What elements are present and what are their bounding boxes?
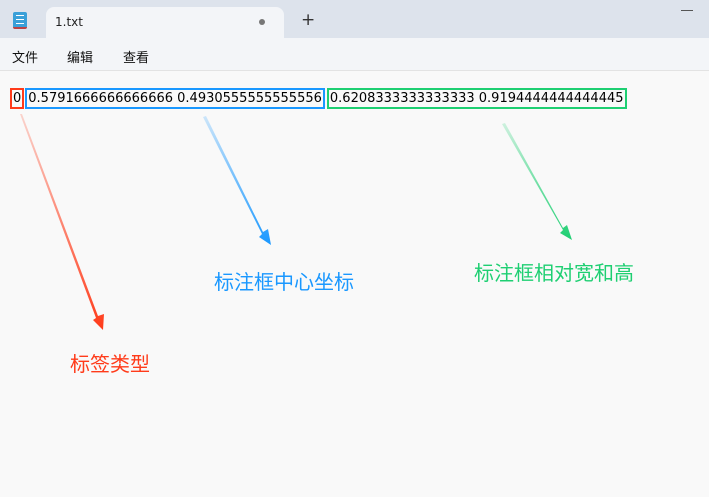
menu-view[interactable]: 查看 <box>123 51 150 66</box>
title-bar: 1.txt + <box>0 0 709 38</box>
notepad-icon <box>13 12 27 29</box>
class-label-annotation: 标签类型 <box>70 352 150 376</box>
blue-arrow <box>203 116 271 245</box>
class-id-box: 0 <box>10 88 25 109</box>
unsaved-dot-icon[interactable] <box>259 19 265 25</box>
new-tab-button[interactable]: + <box>301 10 316 30</box>
size-label-annotation: 标注框相对宽和高 <box>474 261 634 285</box>
tab-1-txt[interactable]: 1.txt <box>46 7 284 38</box>
size-box: 0.6208333333333333 0.9194444444444445 <box>326 88 627 109</box>
menu-bar: 文件 编辑 查看 <box>0 38 709 71</box>
tab-title: 1.txt <box>55 15 83 29</box>
red-arrow <box>20 114 104 330</box>
center-label-annotation: 标注框中心坐标 <box>214 270 354 294</box>
minimize-button[interactable] <box>681 10 693 11</box>
menu-edit[interactable]: 编辑 <box>67 51 94 66</box>
center-box: 0.5791666666666666 0.4930555555555556 <box>25 88 325 109</box>
menu-file[interactable]: 文件 <box>12 51 39 66</box>
green-arrow <box>502 123 572 240</box>
